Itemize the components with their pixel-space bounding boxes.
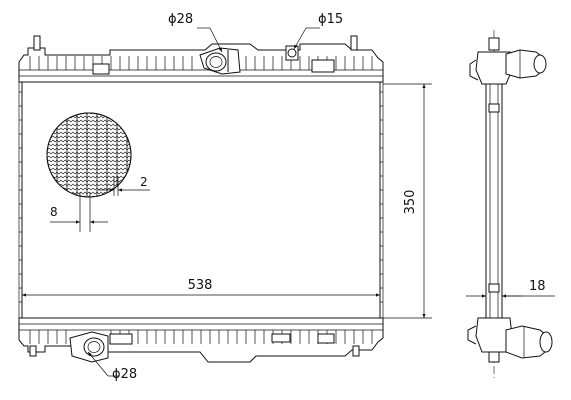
- dim-core-depth-label: 18: [529, 279, 546, 294]
- mount-pin-left: [33, 35, 41, 51]
- fin-wave: [47, 135, 131, 139]
- top-tank-ribs: [29, 56, 373, 70]
- fin-wave: [47, 147, 131, 151]
- fin-detail: [46, 112, 132, 198]
- top-tank: [18, 35, 384, 83]
- front-view: ϕ28 ϕ15 ϕ28 538 350: [18, 12, 432, 382]
- dim-tube-gap-label: 2: [140, 175, 148, 189]
- dim-fin-pitch-label: 8: [50, 205, 58, 219]
- core-side-marks-left: [19, 91, 22, 303]
- mount-pin-right-bottom: [352, 345, 360, 357]
- cap-nozzle: [285, 45, 299, 61]
- dim-core-height-label: 350: [403, 190, 418, 215]
- dim-core-width-label: 538: [188, 278, 213, 293]
- tank-clip: [109, 333, 133, 345]
- side-core: [485, 83, 503, 319]
- mount-pin-right: [350, 35, 358, 51]
- fin-wave: [47, 167, 131, 171]
- side-bottom-header: [467, 317, 553, 363]
- tank-clip: [271, 333, 291, 343]
- fin-wave: [47, 113, 131, 115]
- tank-clip: [92, 63, 110, 75]
- fin-wave: [47, 151, 131, 155]
- fin-wave: [47, 175, 131, 179]
- fin-wave: [47, 139, 131, 143]
- fin-wave: [47, 143, 131, 147]
- mount-pin-left-bottom: [29, 345, 37, 357]
- side-view: 18: [466, 30, 555, 378]
- dim-top-inlet: ϕ28: [168, 12, 223, 53]
- bottom-outlet-pipe: [69, 331, 109, 363]
- dim-top-cap-label: ϕ15: [318, 12, 343, 27]
- core-side-marks-right: [380, 91, 383, 303]
- fin-wave: [47, 159, 131, 163]
- tank-clip: [317, 333, 335, 344]
- dim-core-width: 538: [21, 278, 381, 300]
- dim-top-inlet-label: ϕ28: [168, 12, 193, 27]
- side-top-header: [469, 37, 547, 85]
- dim-core-height: 350: [383, 83, 432, 319]
- dim-core-depth: 18: [466, 279, 555, 298]
- dim-bottom-outlet: ϕ28: [87, 351, 137, 382]
- fin-wave: [47, 171, 131, 175]
- dim-top-cap: ϕ15: [293, 12, 343, 50]
- dim-bottom-outlet-label: ϕ28: [112, 367, 137, 382]
- dim-fin-pitch: 8: [50, 192, 108, 232]
- fin-wave: [47, 155, 131, 159]
- fin-wave: [47, 131, 131, 135]
- dim-tube-gap: 2: [98, 175, 150, 196]
- bottom-tank: [18, 317, 384, 363]
- tank-clip: [311, 59, 335, 73]
- fin-wave: [47, 163, 131, 167]
